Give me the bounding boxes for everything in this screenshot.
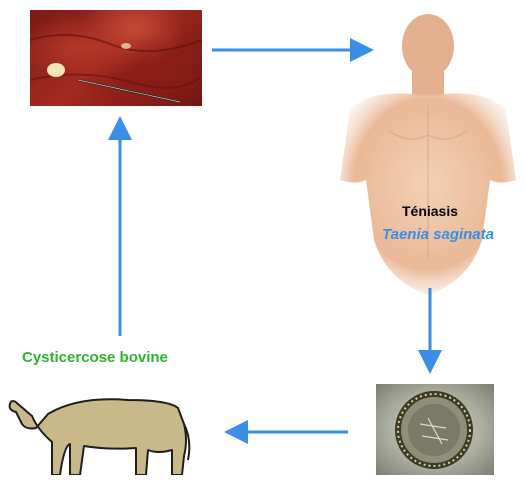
label-taenia-saginata: Taenia saginata: [350, 226, 526, 243]
label-cysticercose-bovine: Cysticercose bovine: [22, 349, 168, 366]
label-teniasis: Téniasis: [360, 203, 500, 219]
